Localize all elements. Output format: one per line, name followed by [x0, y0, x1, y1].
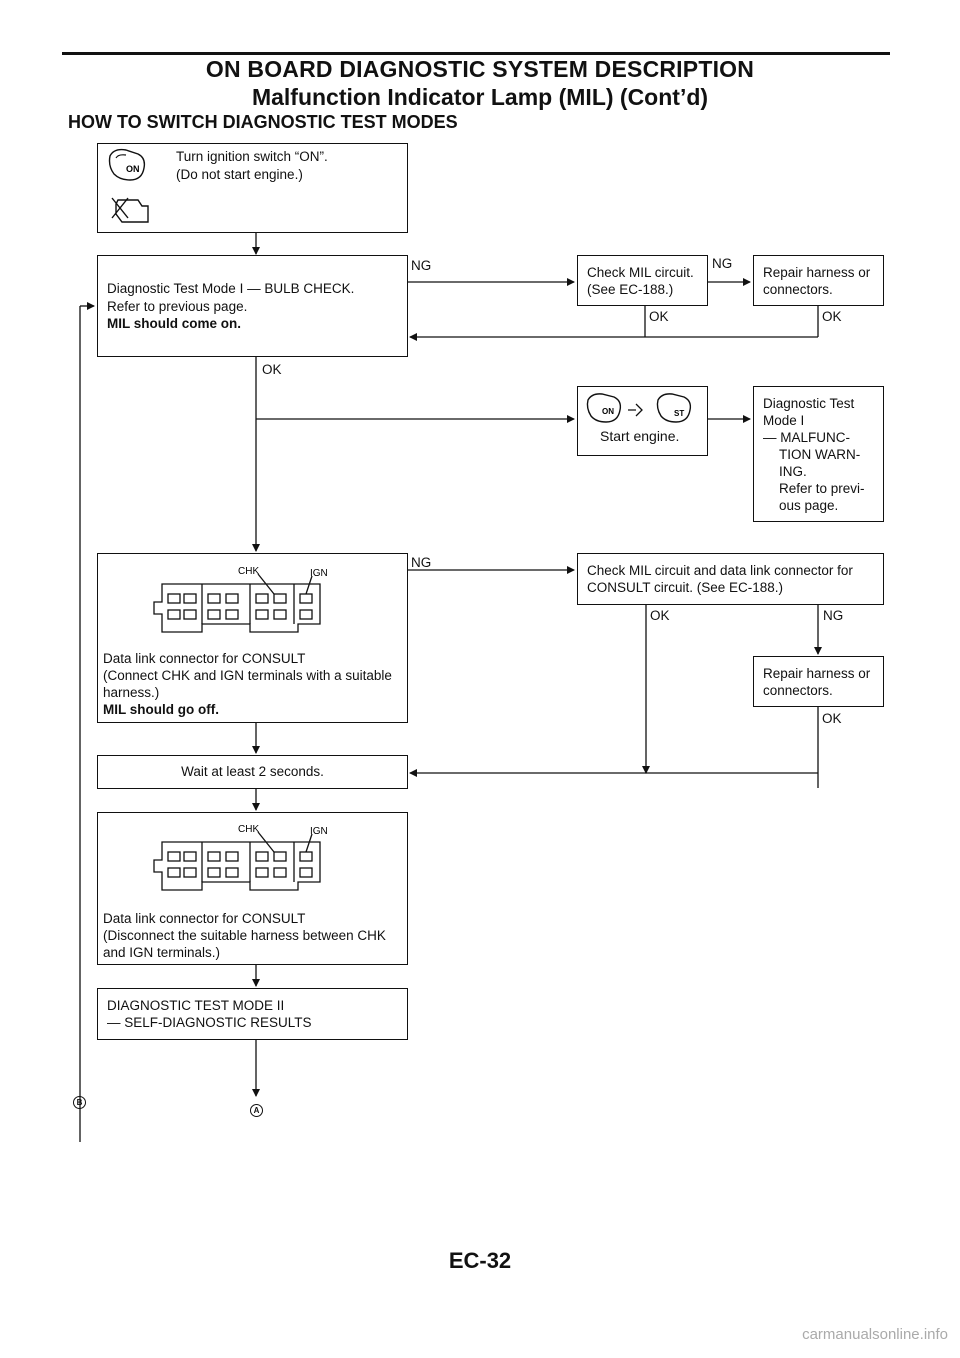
ng-data-label: NG	[823, 608, 844, 623]
mode-2-text-2: — SELF-DIAGNOSTIC RESULTS	[107, 1015, 312, 1030]
malfunction-text-5: ING.	[779, 464, 807, 479]
repair-2-text-2: connectors.	[763, 683, 833, 698]
mode-2-text-1: DIAGNOSTIC TEST MODE II	[107, 998, 285, 1013]
bulb-check-text-2: Refer to previous page.	[107, 299, 248, 314]
malfunction-text-4: TION WARN-	[779, 447, 861, 462]
connect-text-4: MIL should go off.	[103, 702, 219, 717]
connect-text-1: Data link connector for CONSULT	[103, 651, 306, 666]
disconnect-text-1: Data link connector for CONSULT	[103, 911, 306, 926]
repair-2-box	[753, 656, 884, 707]
malfunction-text-3: — MALFUNC-	[763, 430, 850, 445]
svg-text:IGN: IGN	[310, 568, 328, 579]
ng-label-2: NG	[712, 256, 733, 271]
ignition-key-icon: ON	[108, 148, 146, 181]
ok-repair-label: OK	[822, 309, 842, 324]
ok-check-label: OK	[649, 309, 669, 324]
connector-a: A	[250, 1104, 263, 1117]
bulb-check-text-3: MIL should come on.	[107, 316, 242, 331]
svg-text:ST: ST	[674, 409, 684, 418]
connector-b: B	[73, 1096, 86, 1109]
malfunction-text-6: Refer to previ-	[779, 481, 865, 496]
disconnect-box	[97, 812, 408, 965]
header-rule	[62, 52, 890, 55]
svg-text:CHK: CHK	[238, 824, 259, 835]
check-mil-text-1: Check MIL circuit.	[587, 265, 694, 280]
wait-box	[97, 755, 408, 789]
ng-label-3: NG	[411, 555, 432, 570]
section-title: HOW TO SWITCH DIAGNOSTIC TEST MODES	[68, 112, 458, 132]
watermark: carmanualsonline.info	[802, 1326, 948, 1343]
disconnect-text-3: and IGN terminals.)	[103, 945, 221, 960]
data-link-connector-icon-2: CHK IGN	[153, 824, 328, 891]
check-mil-data-box	[577, 553, 884, 605]
ignition-text-2: (Do not start engine.)	[176, 167, 303, 182]
malfunction-text-7: ous page.	[779, 498, 839, 513]
disconnect-text-2: (Disconnect the suitable harness between…	[103, 928, 386, 943]
engine-no-start-icon	[111, 197, 149, 223]
repair-2-text-1: Repair harness or	[763, 666, 871, 681]
svg-text:ON: ON	[126, 164, 140, 174]
check-mil-data-text-1: Check MIL circuit and data link connecto…	[587, 563, 853, 578]
ignition-text-1: Turn ignition switch “ON”.	[176, 149, 328, 164]
start-engine-box	[577, 386, 708, 456]
bulb-check-box	[97, 255, 408, 357]
mode-2-box	[97, 988, 408, 1040]
check-mil-data-text-2: CONSULT circuit. (See EC-188.)	[587, 580, 784, 595]
check-mil-box	[577, 255, 708, 306]
ok-data-label: OK	[650, 608, 670, 623]
svg-text:CHK: CHK	[238, 566, 259, 577]
bulb-check-text-1: Diagnostic Test Mode I — BULB CHECK.	[107, 281, 355, 296]
malfunction-box	[753, 386, 884, 522]
ng-label-1: NG	[411, 258, 432, 273]
header-subtitle: Malfunction Indicator Lamp (MIL) (Cont’d…	[251, 84, 709, 110]
repair-1-text-2: connectors.	[763, 282, 833, 297]
connect-chk-ign-box	[97, 553, 408, 723]
malfunction-text-2: Mode I	[763, 413, 805, 428]
header-title: ON BOARD DIAGNOSTIC SYSTEM DESCRIPTION	[205, 56, 755, 82]
svg-text:IGN: IGN	[310, 826, 328, 837]
malfunction-text-1: Diagnostic Test	[763, 396, 855, 411]
connect-text-3: harness.)	[103, 685, 160, 700]
repair-1-box	[753, 255, 884, 306]
page-number: EC-32	[448, 1248, 512, 1273]
data-link-connector-icon: CHK IGN	[153, 566, 328, 633]
ignition-step-box	[97, 143, 408, 233]
start-engine-label: Start engine.	[600, 428, 680, 444]
wait-text: Wait at least 2 seconds.	[181, 764, 324, 779]
ok-main-label: OK	[262, 362, 282, 377]
ok-repair-2-label: OK	[822, 711, 842, 726]
connect-text-2: (Connect CHK and IGN terminals with a su…	[103, 668, 392, 683]
key-on-to-start-icon: ON ST	[586, 393, 692, 423]
svg-text:ON: ON	[602, 407, 614, 416]
check-mil-text-2: (See EC-188.)	[587, 282, 674, 297]
repair-1-text-1: Repair harness or	[763, 265, 871, 280]
